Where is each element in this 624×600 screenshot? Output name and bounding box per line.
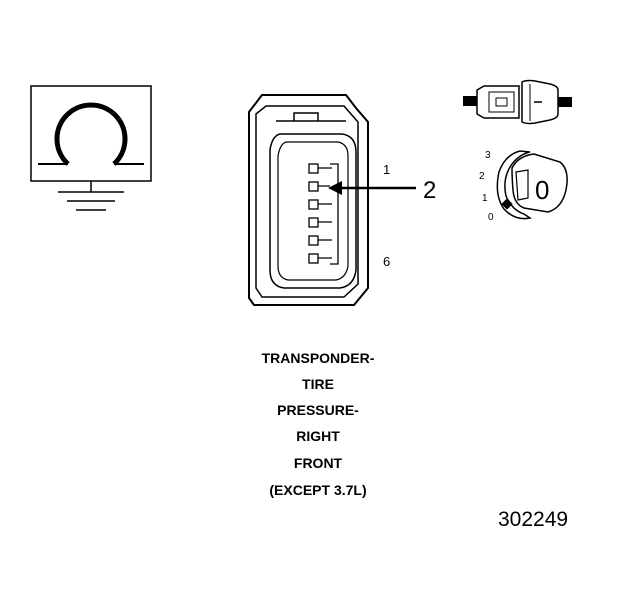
omega-ground-icon (30, 85, 152, 211)
six-pin-connector-icon (248, 94, 369, 306)
ignition-position-2: 2 (479, 171, 485, 182)
ignition-switch-icon (496, 150, 568, 220)
pin-label-first: 1 (383, 162, 390, 177)
connector-pin (308, 253, 319, 264)
connector-cavity (269, 133, 357, 289)
connector-pin (308, 163, 319, 174)
caption-line-1: TRANSPONDER- (261, 350, 375, 366)
connector-pins (308, 163, 339, 265)
caption-line-2: TIRE (302, 376, 334, 392)
connector-outer-shell (248, 94, 369, 306)
caption-line-5: FRONT (293, 455, 343, 471)
connector-latch (276, 112, 346, 122)
pin-label-last: 6 (383, 254, 390, 269)
ignition-key-label: 0 (535, 175, 549, 205)
caption-line-6: (EXCEPT 3.7L) (269, 482, 367, 498)
ignition-position-0: 0 (488, 212, 494, 223)
caption-line-3: PRESSURE- (277, 402, 359, 418)
connector-pin (308, 181, 319, 192)
caption-line-4: RIGHT (296, 428, 340, 444)
callout-number: 2 (423, 177, 436, 204)
connector-pin (308, 217, 319, 228)
connector-cavity-inner (277, 141, 349, 281)
callout-arrow (328, 181, 416, 195)
connector-inner-shell (255, 105, 359, 298)
connector-plug-icon (463, 79, 572, 125)
ignition-position-3: 3 (485, 150, 491, 161)
connector-pin (308, 235, 319, 246)
connector-pin (308, 199, 319, 210)
ignition-position-1: 1 (482, 193, 488, 204)
figure-number: 302249 (498, 508, 569, 531)
